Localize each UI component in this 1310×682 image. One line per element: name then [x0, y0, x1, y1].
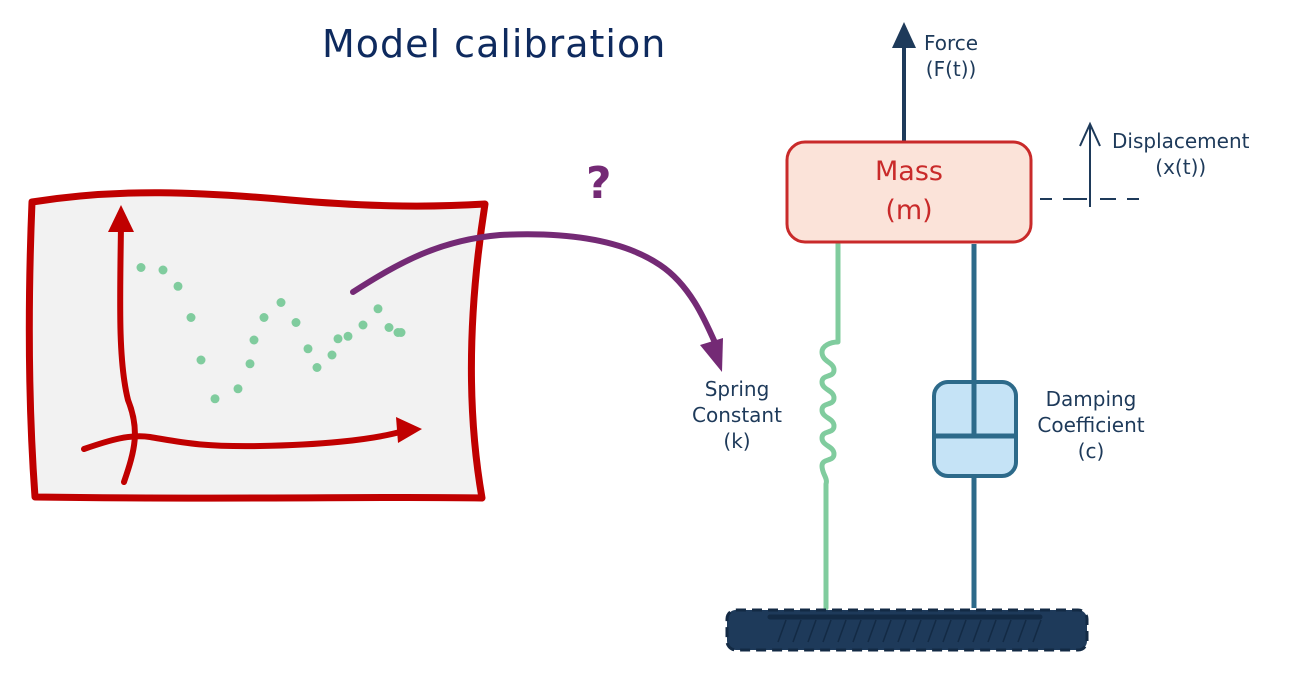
- force-arrowhead-icon: [892, 22, 916, 48]
- plot-frame: [25, 189, 489, 502]
- data-point: [259, 313, 269, 322]
- calibration-arrowhead-icon: [700, 338, 723, 372]
- mass-label: Mass (m): [787, 152, 1031, 230]
- data-point: [173, 281, 183, 291]
- mass-label-line1: Mass: [875, 156, 943, 187]
- data-point: [196, 355, 206, 365]
- mass-label-line2: (m): [885, 195, 933, 227]
- data-point: [276, 298, 286, 307]
- damper: [932, 244, 1018, 608]
- ground-hatch: [897, 619, 907, 643]
- damper-label-line3: (c): [1077, 439, 1105, 463]
- data-point: [291, 318, 301, 327]
- ground-hatch: [852, 619, 862, 643]
- ground: [725, 608, 1089, 652]
- data-points: [136, 263, 406, 404]
- ground-hatch: [957, 619, 967, 643]
- data-point: [136, 263, 146, 272]
- ground-hatch: [822, 619, 832, 643]
- ground-hatch: [1032, 619, 1042, 643]
- ground-hatch: [987, 619, 997, 643]
- y-axis-arrowhead-icon: [108, 205, 134, 232]
- ground-hatch: [942, 619, 952, 643]
- y-axis: [117, 222, 138, 485]
- data-point: [373, 304, 383, 314]
- mass-block: [785, 140, 1033, 244]
- displacement-label: Displacement (x(t)): [1112, 128, 1250, 180]
- ground-hatch: [882, 619, 892, 643]
- data-point: [210, 394, 220, 404]
- x-axis-arrowhead-icon: [396, 417, 422, 443]
- ground-hatch: [972, 619, 982, 643]
- data-point: [396, 328, 406, 337]
- data-point: [327, 350, 337, 360]
- force-label: Force (F(t)): [924, 30, 978, 82]
- displacement-indicator: [1040, 121, 1139, 207]
- question-mark: ?: [586, 158, 612, 209]
- ground-hatch: [1017, 619, 1027, 643]
- spring-label-line2: Constant: [692, 403, 782, 427]
- data-point: [312, 363, 322, 372]
- spring-label: Spring Constant (k): [682, 376, 792, 454]
- data-point: [303, 344, 313, 354]
- spring: [819, 241, 841, 611]
- displacement-label-line2: (x(t)): [1155, 155, 1207, 179]
- ground-hatch: [927, 619, 937, 643]
- data-point: [245, 359, 255, 369]
- damper-label: Damping Coefficient (c): [1026, 386, 1156, 464]
- force-label-line2: (F(t)): [925, 57, 977, 81]
- damper-label-line2: Coefficient: [1037, 413, 1145, 437]
- spring-label-line1: Spring: [704, 377, 770, 401]
- data-point: [333, 334, 343, 344]
- displacement-arrowhead-icon: [1079, 121, 1101, 147]
- calibration-arrow: [350, 231, 719, 348]
- ground-hatch: [807, 619, 817, 643]
- diagram-title: Model calibration: [322, 22, 667, 66]
- ground-hatch: [837, 619, 847, 643]
- data-point: [249, 335, 259, 345]
- data-point: [158, 265, 168, 275]
- data-point: [343, 331, 353, 341]
- damper-label-line1: Damping: [1045, 387, 1137, 411]
- data-point: [186, 313, 196, 322]
- data-point: [384, 323, 394, 332]
- ground-hatch: [867, 619, 877, 643]
- data-point: [358, 320, 368, 330]
- data-plot-sketch: [25, 189, 489, 502]
- x-axis: [81, 429, 403, 452]
- ground-hatch: [792, 619, 802, 643]
- spring-label-line3: (k): [723, 429, 751, 453]
- ground-hatch: [1002, 619, 1012, 643]
- displacement-label-line1: Displacement: [1112, 129, 1250, 153]
- force-label-line1: Force: [924, 31, 979, 55]
- ground-hatch: [912, 619, 922, 643]
- data-point: [233, 384, 243, 394]
- ground-hatch: [777, 619, 787, 643]
